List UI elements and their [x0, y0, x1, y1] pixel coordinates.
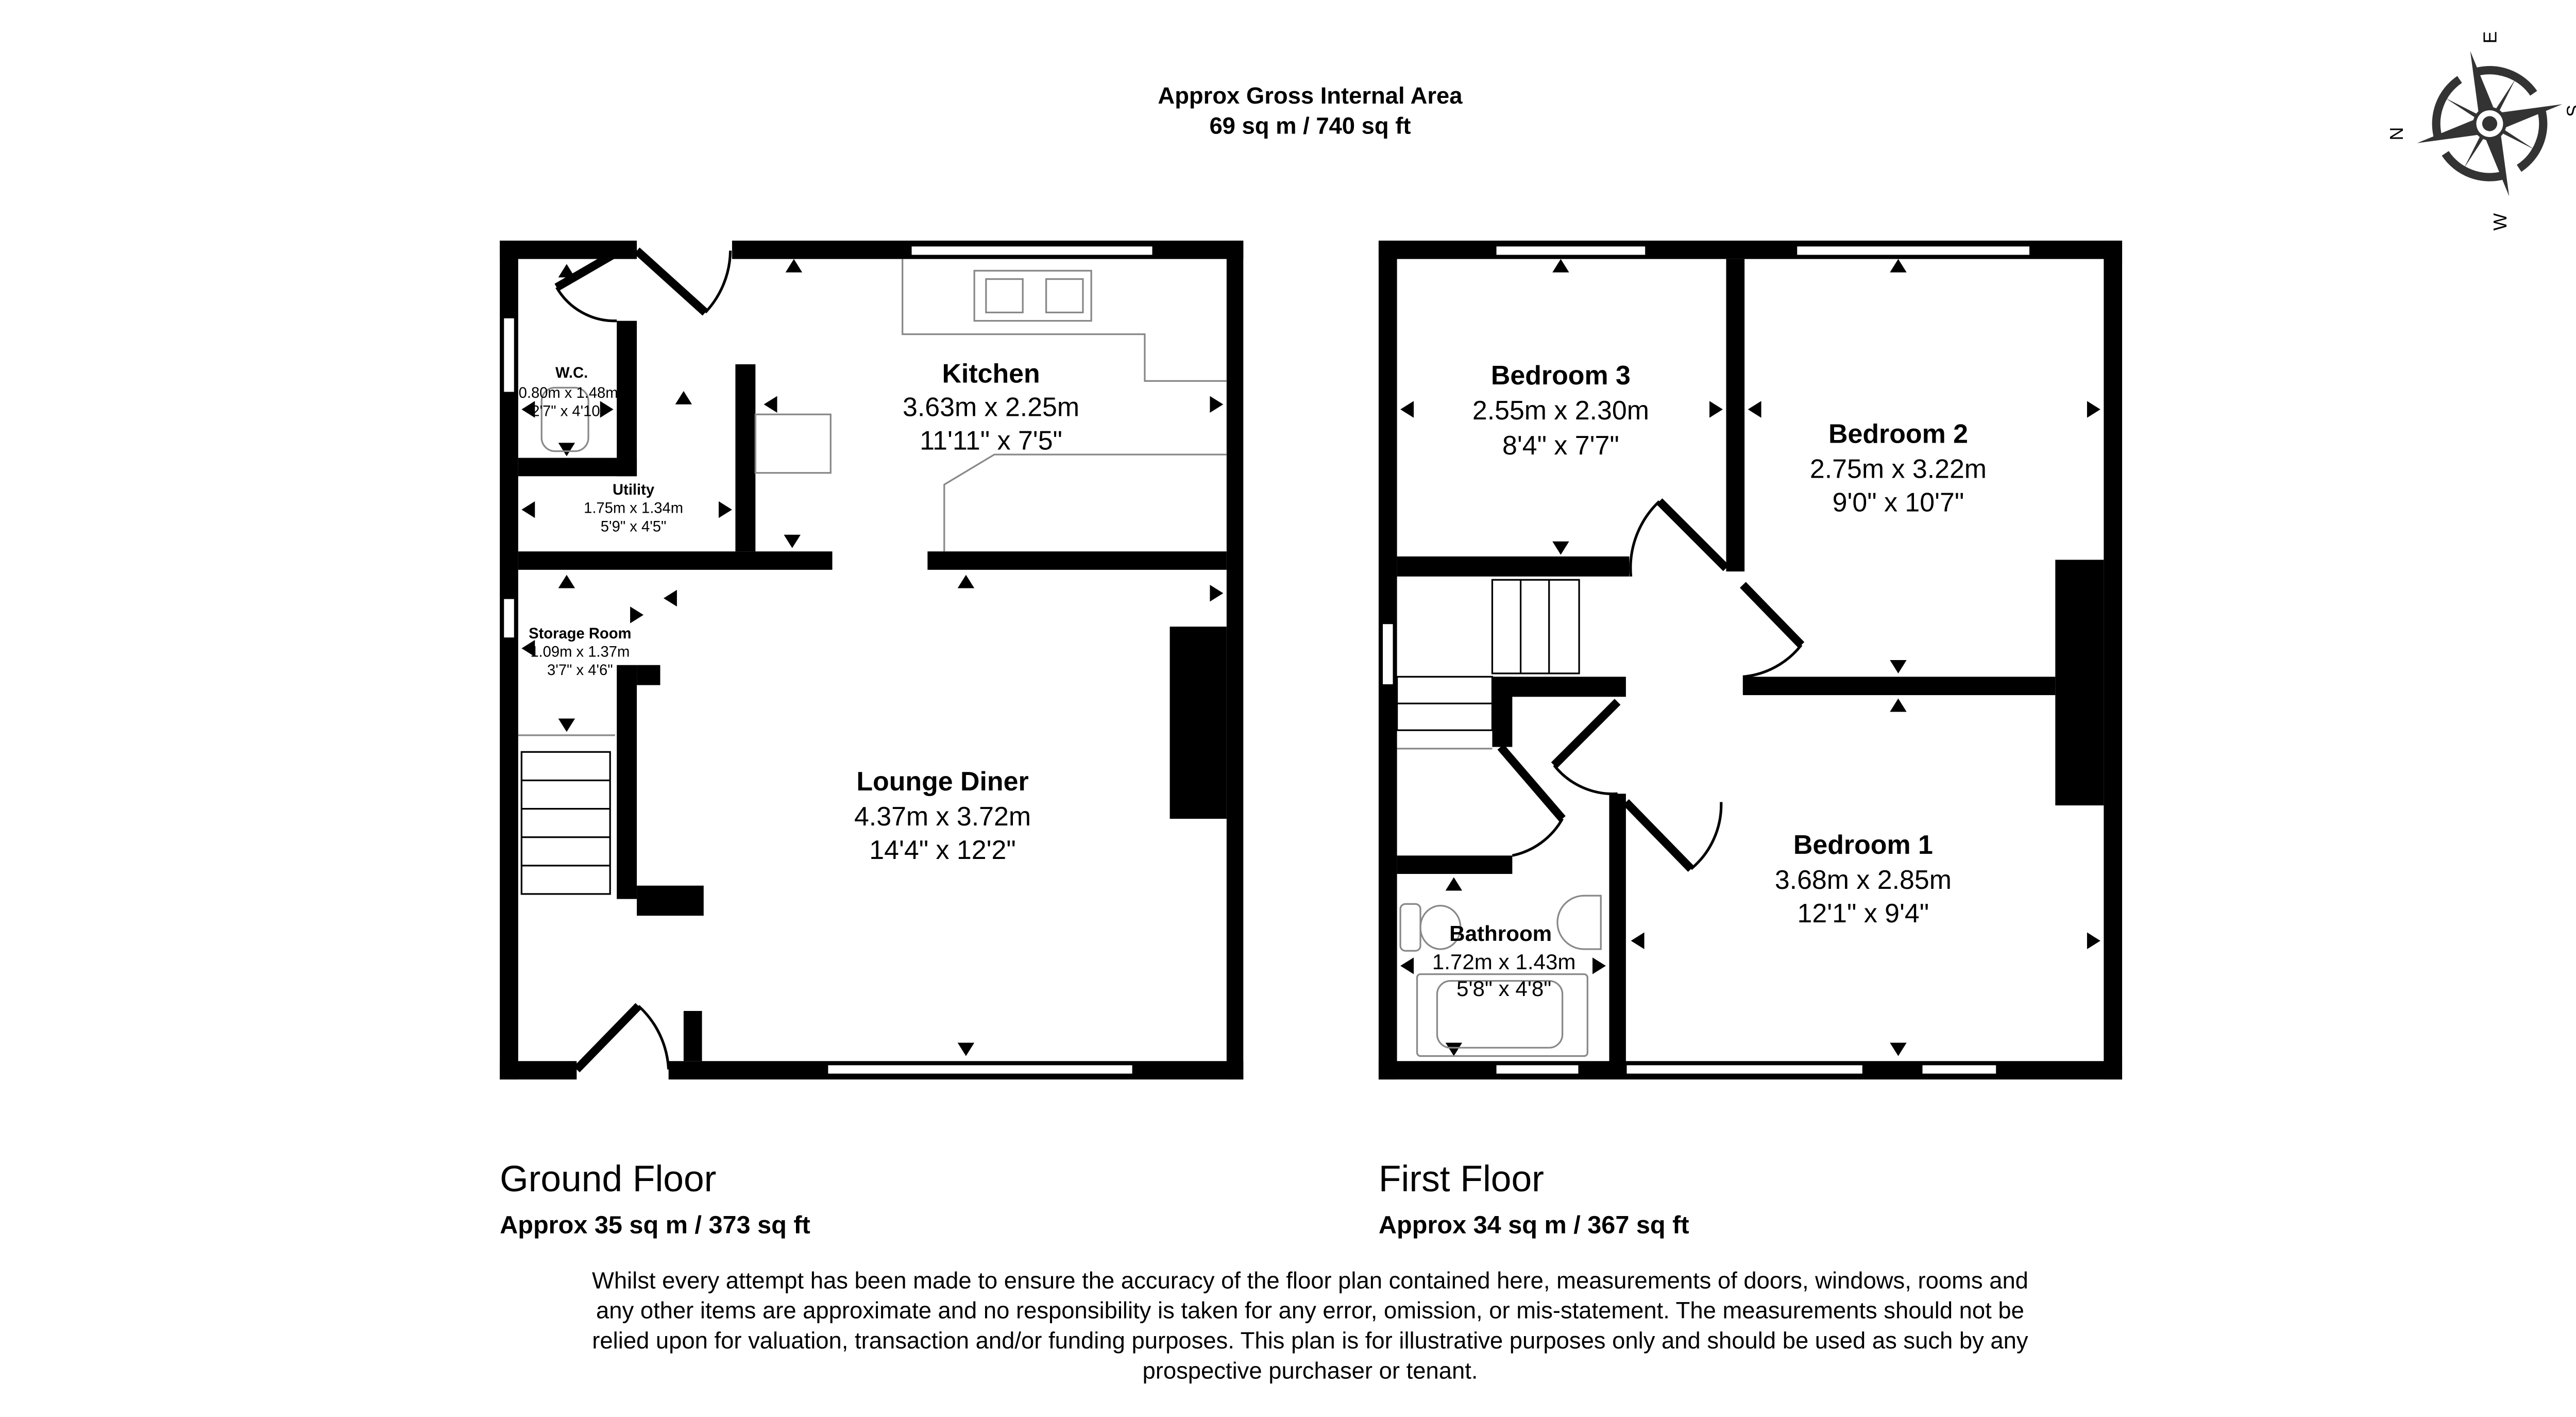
- svg-text:relied upon for valuation, tra: relied upon for valuation, transaction a…: [592, 1327, 2028, 1354]
- window: [1381, 622, 1395, 686]
- window: [1795, 245, 2031, 257]
- compass-w: W: [2490, 213, 2511, 231]
- compass-s: S: [2564, 105, 2576, 117]
- svg-text:9'0" x 10'7": 9'0" x 10'7": [1833, 487, 1964, 517]
- room-lounge-diner: Lounge Diner 4.37m x 3.72m 14'4" x 12'2": [854, 766, 1031, 865]
- door: [1497, 744, 1566, 822]
- svg-text:any other items are approximat: any other items are approximate and no r…: [596, 1297, 2024, 1324]
- svg-text:Bedroom 2: Bedroom 2: [1828, 418, 1968, 448]
- window: [1921, 1064, 1998, 1075]
- svg-text:Lounge Diner: Lounge Diner: [856, 766, 1028, 796]
- header-area: 69 sq m / 740 sq ft: [1209, 112, 1411, 139]
- svg-text:5'9" x 4'5": 5'9" x 4'5": [601, 518, 667, 535]
- svg-text:12'1" x 9'4": 12'1" x 9'4": [1798, 898, 1929, 928]
- door: [554, 247, 622, 291]
- svg-text:2'7" x 4'10": 2'7" x 4'10": [531, 403, 605, 419]
- stairs: [1396, 579, 1580, 731]
- door: [1740, 582, 1805, 648]
- svg-text:Kitchen: Kitchen: [942, 359, 1040, 389]
- first-floor-plan: Bedroom 3 2.55m x 2.30m 8'4" x 7'7" Bedr…: [1378, 240, 2123, 1079]
- room-bathroom: Bathroom 1.72m x 1.43m 5'8" x 4'8": [1432, 921, 1576, 1001]
- room-bedroom-2: Bedroom 2 2.75m x 3.22m 9'0" x 10'7": [1810, 418, 1987, 517]
- svg-text:3'7" x 4'6": 3'7" x 4'6": [547, 662, 613, 679]
- svg-text:1.75m x 1.34m: 1.75m x 1.34m: [584, 500, 683, 517]
- svg-text:1.72m x 1.43m: 1.72m x 1.43m: [1432, 950, 1576, 974]
- svg-text:3.68m x 2.85m: 3.68m x 2.85m: [1775, 865, 1952, 895]
- svg-text:Bedroom 3: Bedroom 3: [1491, 360, 1631, 390]
- svg-text:Storage Room: Storage Room: [529, 626, 631, 642]
- room-bedroom-3: Bedroom 3 2.55m x 2.30m 8'4" x 7'7": [1472, 360, 1649, 460]
- compass-e: E: [2480, 31, 2500, 44]
- window: [1495, 1064, 1580, 1075]
- svg-text:4.37m x 3.72m: 4.37m x 3.72m: [854, 801, 1031, 831]
- room-bedroom-1: Bedroom 1 3.68m x 2.85m 12'1" x 9'4": [1775, 830, 1952, 928]
- door: [1656, 498, 1730, 571]
- ground-floor-title: Ground Floor: [500, 1158, 716, 1200]
- svg-text:1.09m x 1.37m: 1.09m x 1.37m: [530, 644, 630, 660]
- door: [634, 247, 708, 316]
- door: [1551, 699, 1621, 768]
- window: [502, 597, 516, 639]
- svg-text:2.55m x 2.30m: 2.55m x 2.30m: [1472, 395, 1649, 425]
- ground-floor-area: Approx 35 sq m / 373 sq ft: [500, 1211, 810, 1239]
- svg-text:Bathroom: Bathroom: [1449, 921, 1552, 946]
- first-floor-title: First Floor: [1379, 1158, 1544, 1200]
- room-kitchen: Kitchen 3.63m x 2.25m 11'11" x 7'5": [903, 359, 1079, 456]
- window: [1625, 1064, 1865, 1075]
- room-utility: Utility 1.75m x 1.34m 5'9" x 4'5": [584, 482, 683, 535]
- svg-text:prospective purchaser or tenan: prospective purchaser or tenant.: [1142, 1357, 1478, 1384]
- window: [826, 1064, 1134, 1075]
- svg-text:0.80m x 1.48m: 0.80m x 1.48m: [519, 385, 618, 401]
- bathroom-fixtures: [1399, 895, 1602, 1057]
- stairs: [520, 751, 611, 895]
- compass-n: N: [2386, 127, 2407, 141]
- svg-text:11'11" x 7'5": 11'11" x 7'5": [920, 425, 1062, 455]
- svg-text:W.C.: W.C.: [555, 365, 588, 381]
- front-door: [573, 1003, 642, 1073]
- header-title: Approx Gross Internal Area: [1158, 82, 1463, 109]
- sink-icon: [973, 269, 1092, 322]
- ground-floor-plan: Kitchen 3.63m x 2.25m 11'11" x 7'5" W.C.…: [500, 240, 1244, 1079]
- door: [1623, 799, 1694, 872]
- compass-icon: [2417, 51, 2563, 196]
- window: [1495, 245, 1647, 257]
- window: [502, 316, 516, 394]
- svg-text:8'4" x 7'7": 8'4" x 7'7": [1502, 430, 1619, 460]
- svg-text:5'8" x 4'8": 5'8" x 4'8": [1456, 976, 1551, 1001]
- svg-text:14'4" x 12'2": 14'4" x 12'2": [869, 835, 1016, 865]
- room-storage: Storage Room 1.09m x 1.37m 3'7" x 4'6": [529, 626, 631, 679]
- svg-text:3.63m x 2.25m: 3.63m x 2.25m: [903, 392, 1079, 421]
- svg-text:2.75m x 3.22m: 2.75m x 3.22m: [1810, 453, 1987, 483]
- first-floor-area: Approx 34 sq m / 367 sq ft: [1379, 1211, 1689, 1239]
- svg-text:Bedroom 1: Bedroom 1: [1793, 830, 1933, 859]
- svg-text:Whilst every attempt has been: Whilst every attempt has been made to en…: [592, 1267, 2028, 1293]
- window: [910, 245, 1154, 257]
- svg-text:Utility: Utility: [613, 482, 655, 498]
- disclaimer: Whilst every attempt has been made to en…: [592, 1267, 2028, 1384]
- room-wc: W.C. 0.80m x 1.48m 2'7" x 4'10": [519, 365, 618, 452]
